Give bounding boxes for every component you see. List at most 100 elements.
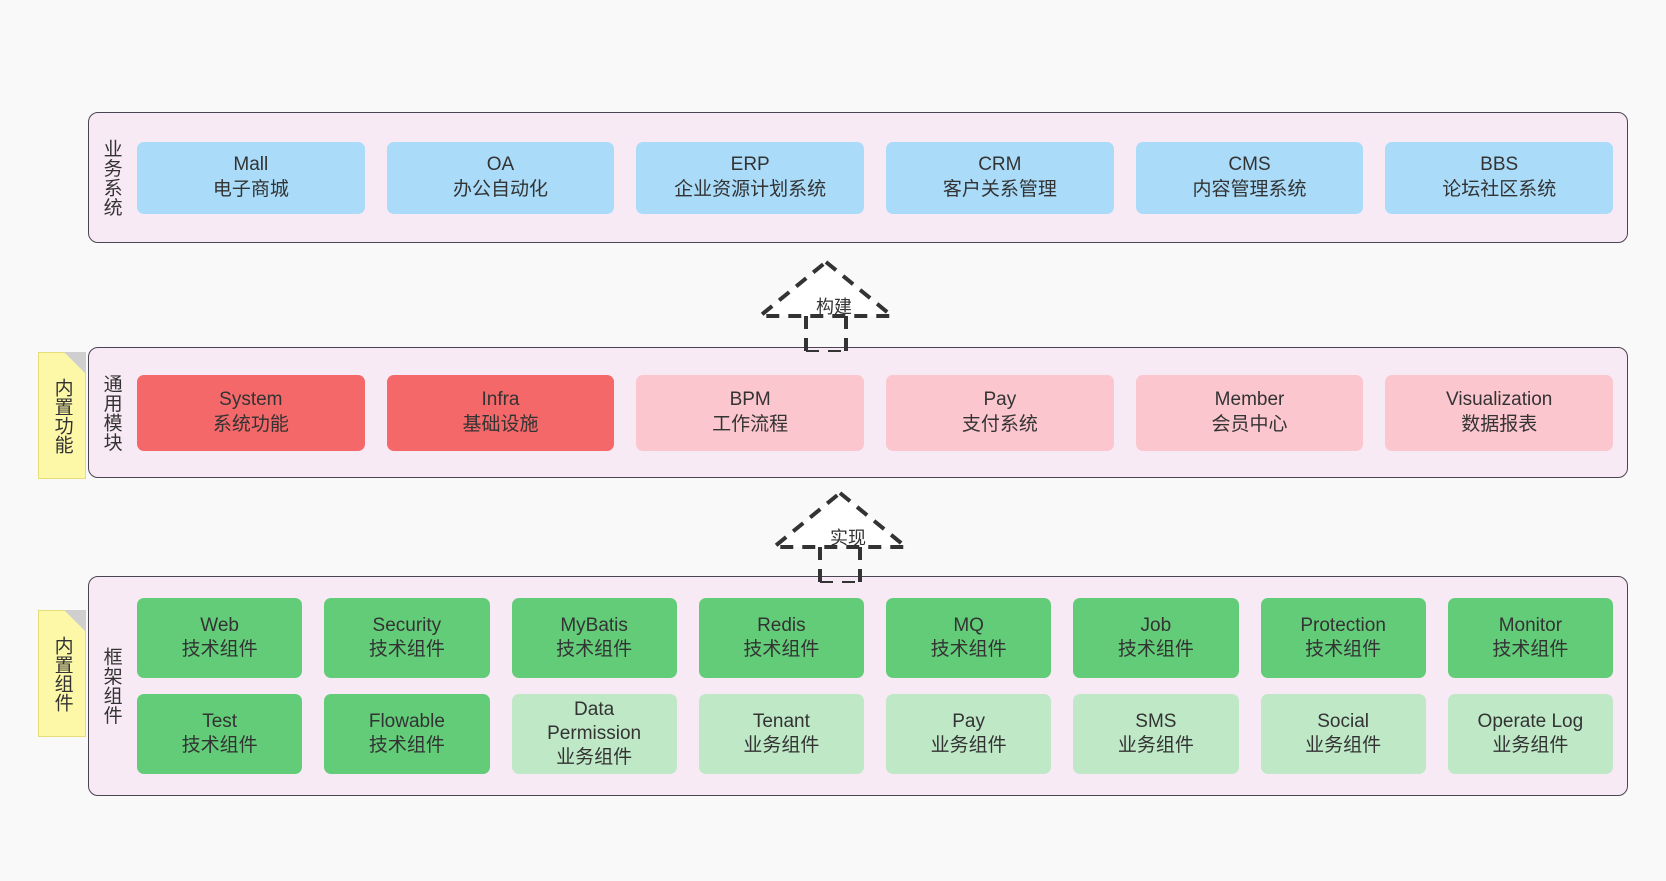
card-title: MQ	[953, 614, 984, 636]
card-subtitle: 办公自动化	[453, 178, 549, 200]
card-sms[interactable]: SMS 业务组件	[1073, 694, 1239, 774]
card-protection[interactable]: Protection 技术组件	[1260, 598, 1426, 678]
layer-business-system: 业务系统 Mall 电子商城 OA 办公自动化 ERP 企业资源计划系统 CRM…	[88, 112, 1628, 243]
card-title: ERP	[730, 154, 770, 176]
card-pay-module[interactable]: Pay 支付系统	[886, 374, 1114, 451]
card-cms[interactable]: CMS 内容管理系统	[1135, 141, 1364, 214]
card-web[interactable]: Web 技术组件	[137, 598, 303, 678]
card-subtitle: 业务组件	[556, 747, 633, 769]
card-infra[interactable]: Infra 基础设施	[386, 374, 615, 451]
card-data-permission[interactable]: Data Permission 业务组件	[511, 694, 677, 774]
card-member[interactable]: Member 会员中心	[1135, 374, 1364, 451]
card-title: Operate Log	[1477, 710, 1584, 732]
card-bpm[interactable]: BPM 工作流程	[636, 374, 865, 451]
card-title: Data	[574, 698, 615, 720]
card-title: MyBatis	[560, 614, 628, 636]
card-title: SMS	[1135, 710, 1177, 732]
card-system[interactable]: System 系统功能	[137, 374, 365, 451]
card-subtitle: 技术组件	[1492, 639, 1569, 660]
card-title: Mall	[233, 154, 269, 176]
card-crm[interactable]: CRM 客户关系管理	[886, 141, 1114, 214]
card-title: BBS	[1480, 154, 1519, 176]
card-visualization[interactable]: Visualization 数据报表	[1385, 374, 1614, 451]
card-subtitle: 数据报表	[1461, 413, 1538, 435]
card-row: Web 技术组件 Security 技术组件 MyBatis 技术组件 Redi…	[137, 598, 1613, 678]
layer-framework-component: 框架组件 Web 技术组件 Security 技术组件 MyBatis 技术组件…	[88, 576, 1628, 796]
card-subtitle: 工作流程	[712, 413, 789, 435]
card-subtitle: 技术组件	[368, 735, 445, 756]
note-label: 内置功能	[51, 377, 73, 454]
card-title: System	[219, 389, 283, 411]
card-subtitle: 内容管理系统	[1192, 178, 1307, 200]
card-title: Pay	[952, 710, 985, 732]
card-monitor[interactable]: Monitor 技术组件	[1447, 598, 1613, 678]
card-row: System 系统功能 Infra 基础设施 BPM 工作流程 Pay 支付系统…	[137, 374, 1614, 451]
card-subtitle: 技术组件	[1117, 639, 1194, 660]
card-subtitle: 技术组件	[1305, 639, 1382, 660]
layer-title-common-module: 通用模块	[100, 373, 122, 452]
card-subtitle: 基础设施	[462, 413, 539, 435]
card-title: Job	[1140, 614, 1172, 636]
layer-body-framework-component: Web 技术组件 Security 技术组件 MyBatis 技术组件 Redi…	[133, 577, 1627, 795]
card-title: Member	[1214, 389, 1285, 411]
card-redis[interactable]: Redis 技术组件	[698, 598, 864, 678]
card-tenant[interactable]: Tenant 业务组件	[698, 694, 864, 774]
card-subtitle: 业务组件	[1117, 735, 1194, 756]
card-subtitle: 技术组件	[181, 735, 258, 756]
card-subtitle: 系统功能	[212, 413, 289, 435]
arrow-build: 构建	[752, 256, 900, 352]
card-subtitle: 技术组件	[930, 639, 1007, 660]
layer-title-framework-component: 框架组件	[100, 647, 122, 725]
card-subtitle: 电子商城	[212, 178, 289, 200]
card-bbs[interactable]: BBS 论坛社区系统	[1385, 141, 1614, 214]
card-oa[interactable]: OA 办公自动化	[386, 141, 615, 214]
card-subtitle: 技术组件	[556, 639, 633, 660]
card-subtitle: 业务组件	[743, 735, 820, 756]
card-mybatis[interactable]: MyBatis 技术组件	[511, 598, 677, 678]
card-subtitle: 技术组件	[368, 639, 445, 660]
card-operate-log[interactable]: Operate Log 业务组件	[1447, 694, 1613, 774]
card-title: Tenant	[752, 710, 810, 732]
layer-common-module: 通用模块 System 系统功能 Infra 基础设施 BPM 工作流程 Pay…	[88, 347, 1628, 478]
card-subtitle: 技术组件	[181, 639, 258, 660]
card-erp[interactable]: ERP 企业资源计划系统	[636, 141, 865, 214]
layer-body-business-system: Mall 电子商城 OA 办公自动化 ERP 企业资源计划系统 CRM 客户关系…	[133, 113, 1627, 242]
card-flowable[interactable]: Flowable 技术组件	[324, 694, 490, 774]
card-title: Social	[1317, 710, 1369, 732]
card-title-cont: Permission	[547, 722, 642, 744]
card-subtitle: 技术组件	[743, 639, 820, 660]
card-title: BPM	[729, 389, 771, 411]
card-title: Infra	[481, 389, 520, 411]
card-title: Visualization	[1446, 389, 1553, 411]
card-test[interactable]: Test 技术组件	[137, 694, 303, 774]
card-subtitle: 论坛社区系统	[1442, 178, 1557, 200]
card-title: Web	[200, 614, 239, 636]
card-subtitle: 业务组件	[1492, 735, 1569, 756]
card-mall[interactable]: Mall 电子商城	[137, 141, 365, 214]
card-subtitle: 会员中心	[1211, 413, 1288, 435]
note-builtin-component: 内置组件	[38, 610, 86, 737]
card-title: CMS	[1228, 154, 1271, 176]
card-row: Mall 电子商城 OA 办公自动化 ERP 企业资源计划系统 CRM 客户关系…	[137, 141, 1614, 214]
card-security[interactable]: Security 技术组件	[324, 598, 490, 678]
arrow-implement: 实现	[766, 487, 914, 583]
card-job[interactable]: Job 技术组件	[1073, 598, 1239, 678]
card-mq[interactable]: MQ 技术组件	[886, 598, 1052, 678]
card-subtitle: 业务组件	[930, 735, 1007, 756]
arrow-build-label: 构建	[816, 297, 852, 317]
card-title: Flowable	[368, 710, 445, 732]
card-social[interactable]: Social 业务组件	[1260, 694, 1426, 774]
card-title: Monitor	[1498, 614, 1563, 636]
card-title: Test	[202, 710, 238, 732]
card-row: Test 技术组件 Flowable 技术组件 Data Permission …	[137, 694, 1613, 774]
card-subtitle: 客户关系管理	[942, 178, 1057, 200]
card-title: Redis	[757, 614, 806, 636]
card-pay-component[interactable]: Pay 业务组件	[886, 694, 1052, 774]
card-subtitle: 支付系统	[961, 413, 1038, 435]
card-title: CRM	[978, 154, 1022, 176]
card-subtitle: 企业资源计划系统	[674, 178, 827, 200]
card-title: Security	[372, 614, 442, 636]
card-subtitle: 业务组件	[1305, 735, 1382, 756]
layer-body-common-module: System 系统功能 Infra 基础设施 BPM 工作流程 Pay 支付系统…	[133, 348, 1627, 477]
